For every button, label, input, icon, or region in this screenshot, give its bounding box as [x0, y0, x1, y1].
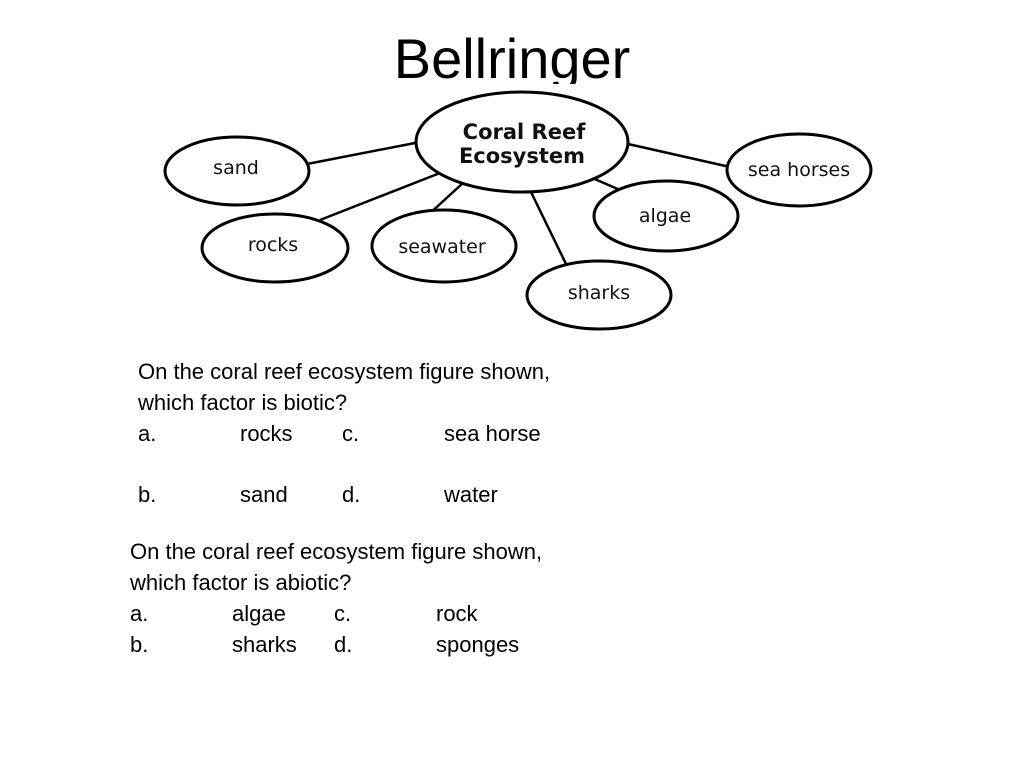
question-stem-line1: On the coral reef ecosystem figure shown…	[130, 539, 543, 564]
options-row-ac: a. rocks c. sea horse	[138, 418, 550, 449]
node-rocks	[200, 212, 350, 284]
option-c-text: rock	[436, 601, 478, 626]
options-row-bd: b. sand d. water	[138, 479, 550, 510]
option-b-text: sharks	[232, 632, 297, 657]
connector-sand	[306, 140, 421, 166]
option-c-text: sea horse	[444, 421, 541, 446]
node-label-sea-horses: sea horses	[748, 159, 850, 181]
option-c-letter: c.	[334, 601, 352, 626]
option-d-letter: d.	[334, 632, 353, 657]
option-c-letter: c.	[342, 421, 360, 446]
node-algae	[592, 179, 740, 253]
center-label-line1: Coral Reef	[463, 120, 587, 144]
center-label-line2: Ecosystem	[459, 144, 585, 168]
question-stem-line2: which factor is abiotic?	[130, 570, 352, 595]
options-row-ac: a. algae c. rock	[130, 598, 542, 629]
option-a-text: algae	[232, 601, 286, 626]
connector-rocks	[319, 171, 441, 222]
option-d-text: sponges	[436, 632, 520, 657]
node-label-sharks: sharks	[568, 282, 630, 304]
option-d-text: water	[444, 482, 498, 507]
node-label-rocks: rocks	[248, 234, 298, 256]
option-b-letter: b.	[130, 632, 149, 657]
node-sea-horses	[725, 132, 873, 208]
node-label-algae: algae	[639, 205, 691, 227]
question-biotic: On the coral reef ecosystem figure shown…	[138, 356, 550, 510]
connector-sea-horses	[627, 142, 731, 169]
spacer	[138, 449, 550, 479]
option-a-letter: a.	[130, 601, 149, 626]
option-a-text: rocks	[240, 421, 293, 446]
connector-sharks	[528, 189, 569, 267]
slide-title: Bellringer	[393, 27, 631, 84]
question-stem-line1: On the coral reef ecosystem figure shown…	[138, 359, 551, 384]
connector-lines	[306, 140, 731, 267]
option-a-letter: a.	[138, 421, 157, 446]
option-b-text: sand	[240, 482, 288, 507]
question-abiotic: On the coral reef ecosystem figure shown…	[130, 536, 542, 660]
question-stem-line2: which factor is biotic?	[138, 390, 348, 415]
options-row-bd: b. sharks d. sponges	[130, 629, 542, 660]
node-sand	[163, 135, 311, 207]
node-sharks	[525, 259, 673, 331]
option-d-letter: d.	[342, 482, 361, 507]
node-label-seawater: seawater	[398, 236, 486, 258]
node-label-sand: sand	[213, 157, 259, 179]
option-b-letter: b.	[138, 482, 157, 507]
center-node	[414, 90, 630, 194]
node-seawater	[370, 208, 518, 284]
